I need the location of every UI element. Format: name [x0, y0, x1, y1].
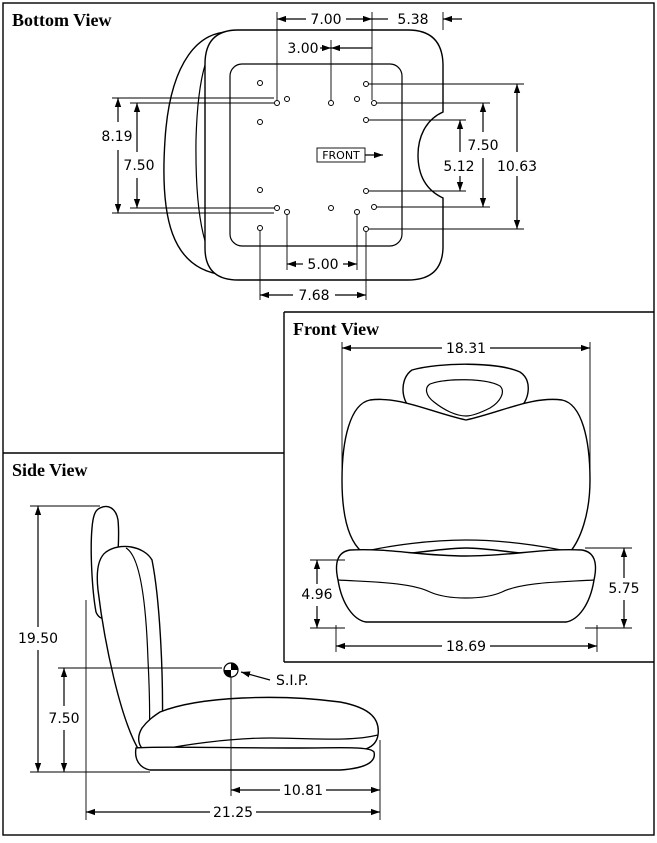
dim-overall-depth: 21.25 [86, 805, 380, 821]
bottom-view-title: Bottom View [12, 10, 111, 30]
dim-bottom-inner-width-label: 5.00 [307, 257, 338, 273]
dim-seat-width: 18.69 [336, 639, 597, 655]
dim-top-offset-label: 5.38 [397, 12, 428, 28]
dim-back-width: 18.31 [342, 341, 590, 357]
side-extension-lines [30, 505, 381, 820]
dim-left-inner-height: 7.50 [123, 103, 155, 208]
dim-right-mid-height-label: 5.12 [443, 159, 474, 175]
dim-right-outer-height: 10.63 [497, 84, 537, 229]
dim-left-outer-height: 8.19 [101, 98, 133, 213]
dim-seat-left-height: 4.96 [301, 560, 333, 628]
dim-seat-right-height-label: 5.75 [608, 581, 639, 597]
dim-sip-depth: 10.81 [231, 783, 380, 799]
front-seat-cushion [335, 548, 597, 623]
side-seat-cushion [134, 696, 379, 771]
dim-top-width: 7.00 [277, 12, 372, 28]
dim-back-width-label: 18.31 [446, 341, 486, 357]
dim-bottom-outer-width: 7.68 [260, 288, 366, 304]
dim-left-inner-height-label: 7.50 [123, 158, 154, 174]
side-view: Side View S.I.P. [12, 460, 381, 821]
bottom-extension-lines [112, 12, 524, 300]
front-backrest [341, 398, 591, 556]
bottom-view: Bottom View [12, 10, 537, 304]
sip-label: S.I.P. [276, 673, 309, 689]
side-view-title: Side View [12, 460, 88, 480]
front-view: Front View [293, 319, 640, 655]
front-view-title: Front View [293, 319, 379, 339]
dim-inner-width-label: 3.00 [287, 41, 318, 57]
dim-sip-height-label: 7.50 [48, 711, 79, 727]
dim-top-offset: 5.38 [372, 12, 462, 28]
dim-right-mid-height: 5.12 [443, 120, 475, 191]
dim-right-outer-height-label: 10.63 [497, 159, 537, 175]
dim-overall-height: 19.50 [18, 506, 58, 772]
dim-bottom-inner-width: 5.00 [287, 257, 357, 273]
dim-left-outer-height-label: 8.19 [101, 129, 132, 145]
bottom-seat-outline [163, 29, 444, 281]
dim-seat-right-height: 5.75 [608, 548, 640, 628]
dim-top-width-label: 7.00 [310, 12, 341, 28]
front-direction-label: FRONT [316, 147, 383, 163]
dim-sip-depth-label: 10.81 [283, 783, 323, 799]
dim-right-inner-height: 7.50 [467, 103, 499, 207]
dim-bottom-outer-width-label: 7.68 [298, 288, 329, 304]
sip-marker: S.I.P. [223, 662, 309, 689]
dim-overall-depth-label: 21.25 [213, 805, 253, 821]
dim-right-inner-height-label: 7.50 [467, 138, 498, 154]
front-label: FRONT [322, 149, 360, 162]
dim-seat-width-label: 18.69 [446, 639, 486, 655]
dim-overall-height-label: 19.50 [18, 631, 58, 647]
dim-inner-width: 3.00 [287, 41, 372, 57]
dim-seat-left-height-label: 4.96 [301, 587, 332, 603]
mounting-holes [257, 80, 377, 232]
dim-sip-height: 7.50 [48, 668, 80, 772]
